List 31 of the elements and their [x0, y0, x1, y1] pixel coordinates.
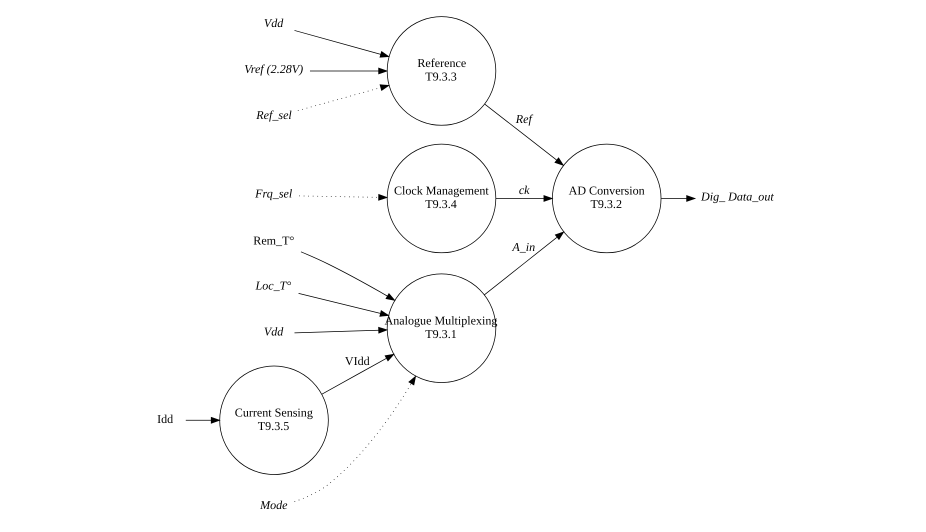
edge-label: VIdd	[344, 354, 370, 368]
edge-label: Ref	[516, 112, 532, 126]
arrow	[297, 84, 390, 111]
arrow	[661, 195, 696, 202]
arrow	[484, 231, 565, 296]
node-text: Vdd	[264, 16, 284, 30]
arrow	[294, 375, 416, 502]
arrow	[310, 68, 388, 74]
arrow	[484, 104, 564, 166]
arrow	[298, 194, 388, 201]
arrow	[185, 416, 221, 424]
arrow	[298, 292, 390, 317]
node-text: Vref (2.28V)	[244, 62, 304, 76]
node-circle: Clock Management T9.3.4	[386, 144, 496, 254]
node-text: Dig_ Data_out	[701, 190, 774, 204]
node-circle: Reference T9.3.3	[386, 16, 496, 126]
edge-label: ck	[518, 182, 530, 197]
arrow	[294, 326, 388, 334]
node-text: Ref_sel	[256, 108, 292, 122]
node-text: Idd	[157, 412, 174, 426]
node-text: Loc_T°	[256, 278, 292, 293]
arrow	[300, 251, 396, 301]
node-text: Mode	[260, 498, 288, 512]
node-text: Rem_T°	[253, 233, 294, 248]
arrow	[322, 354, 395, 395]
node-text: Vdd	[264, 324, 284, 339]
arrow	[495, 195, 554, 202]
node-text: Frq_sel	[255, 186, 292, 201]
arrow	[294, 30, 390, 58]
edge-label: A_in	[512, 240, 536, 254]
node-circle: Current Sensing T9.3.5	[219, 366, 329, 475]
